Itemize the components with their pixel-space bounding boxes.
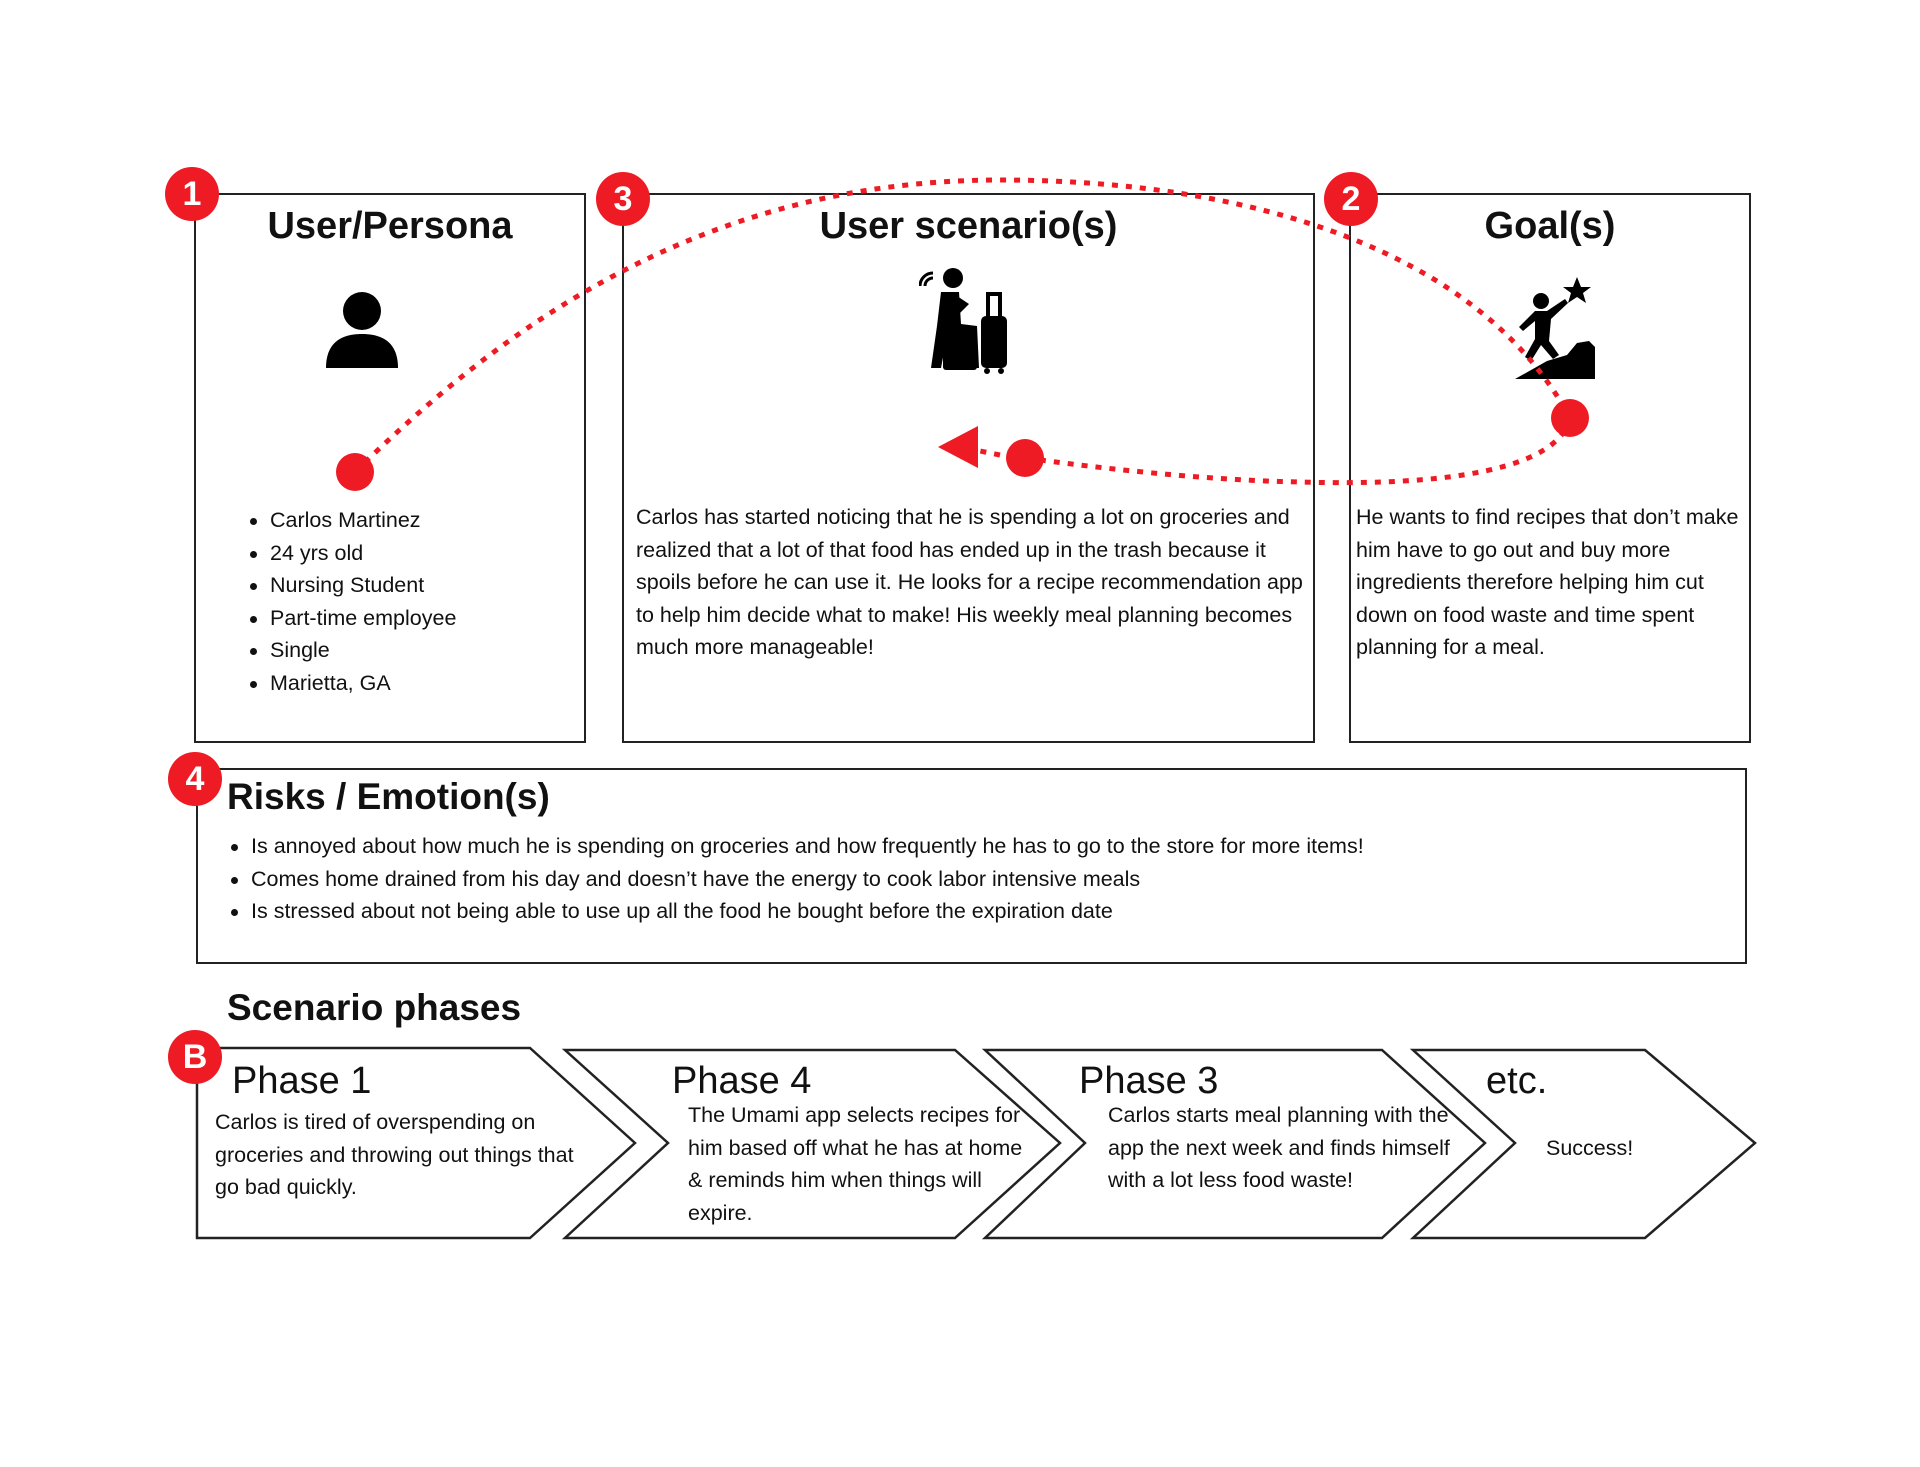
scenario-phases-heading: Scenario phases	[227, 987, 522, 1028]
user-icon	[322, 290, 402, 370]
persona-detail: Part-time employee	[246, 602, 456, 635]
phase-name: Phase 4	[672, 1060, 812, 1102]
goals-text: He wants to find recipes that don’t make…	[1356, 505, 1739, 660]
risk-item: Is stressed about not being able to use …	[227, 895, 1364, 928]
scenario-card: User scenario(s) Carlos has started noti…	[622, 193, 1315, 743]
persona-title: User/Persona	[267, 205, 513, 247]
traveler-with-luggage-icon	[919, 266, 1019, 376]
goals-badge: 2	[1324, 172, 1378, 226]
phase-name: Phase 1	[232, 1060, 372, 1102]
phase-name: Phase 3	[1079, 1060, 1219, 1102]
scenario-title: User scenario(s)	[819, 205, 1118, 247]
risks-list: Is annoyed about how much he is spending…	[227, 830, 1364, 928]
persona-detail: Nursing Student	[246, 569, 456, 602]
phases-badge: B	[168, 1030, 222, 1084]
risks-badge: 4	[168, 752, 222, 806]
risk-item: Comes home drained from his day and does…	[227, 863, 1364, 896]
persona-badge: 1	[165, 167, 219, 221]
persona-detail: 24 yrs old	[246, 537, 456, 570]
phase-description: Carlos starts meal planning with the app…	[1108, 1103, 1450, 1193]
scenario-badge: 3	[596, 172, 650, 226]
risks-card: Risks / Emotion(s) Is annoyed about how …	[196, 768, 1747, 964]
phase-description: Carlos is tired of overspending on groce…	[215, 1110, 574, 1200]
risk-item: Is annoyed about how much he is spending…	[227, 830, 1364, 863]
persona-detail: Carlos Martinez	[246, 504, 456, 537]
scenario-text: Carlos has started noticing that he is s…	[636, 505, 1303, 660]
persona-detail: Single	[246, 634, 456, 667]
phase-description: The Umami app selects recipes for him ba…	[688, 1103, 1023, 1225]
persona-card: User/Persona Carlos Martinez 24 yrs old …	[194, 193, 586, 743]
goals-card: Goal(s) He wants to find recipes that do…	[1349, 193, 1751, 743]
persona-details-list: Carlos Martinez 24 yrs old Nursing Stude…	[246, 504, 456, 700]
phase-name: etc.	[1486, 1060, 1548, 1102]
climber-reaching-star-icon	[1511, 275, 1601, 380]
persona-detail: Marietta, GA	[246, 667, 456, 700]
goals-title: Goal(s)	[1484, 205, 1616, 247]
phase-description: Success!	[1546, 1136, 1634, 1160]
risks-title: Risks / Emotion(s)	[227, 776, 550, 817]
